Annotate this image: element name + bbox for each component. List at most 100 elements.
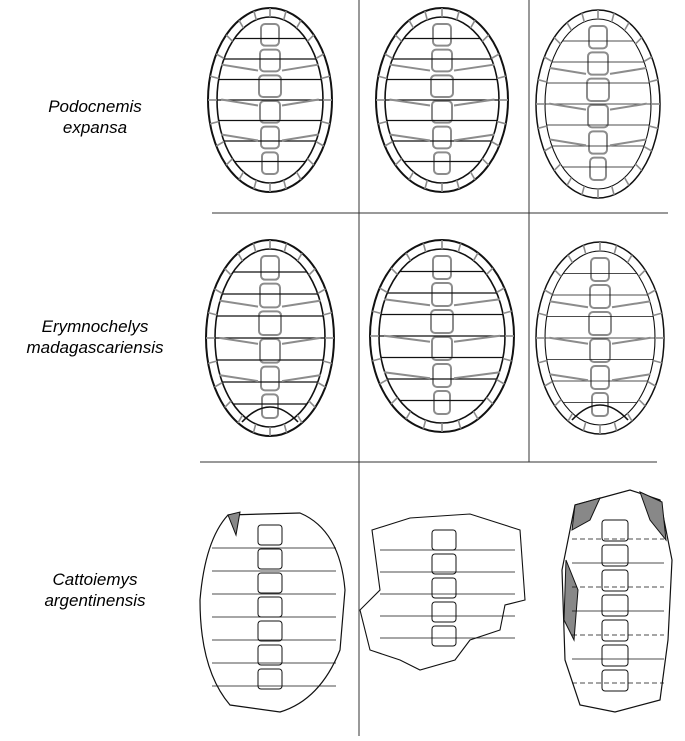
pleural-sulcus [611, 300, 651, 309]
carapace-drawing [535, 241, 665, 435]
marginal-sulcus [567, 254, 574, 264]
pleural-sulcus [219, 336, 259, 345]
vertebral-scute [431, 336, 453, 361]
marginal-sulcus [390, 267, 399, 276]
vertebral-scute [257, 596, 283, 618]
marginal-sulcus [282, 179, 287, 190]
marginal-sulcus [496, 120, 506, 125]
marginal-sulcus [582, 421, 587, 431]
species-label-row-1: Podocnemis expansa [0, 96, 190, 138]
pleural-sulcus [281, 133, 319, 142]
vertebral-scute [431, 48, 453, 73]
species-epithet: expansa [62, 118, 128, 137]
vertebral-scute [589, 338, 611, 363]
marginal-sulcus [647, 289, 656, 296]
vertebral-scute [587, 51, 609, 76]
marginal-sulcus [282, 10, 287, 21]
marginal-sulcus [638, 398, 646, 407]
marginal-sulcus [238, 171, 245, 181]
vertebral-scute [431, 553, 457, 575]
vertebral-scute [261, 151, 279, 175]
broken-area [227, 511, 241, 537]
fossil-carapace-3 [561, 489, 673, 713]
marginal-sulcus [613, 245, 618, 255]
marginal-sulcus [384, 53, 394, 60]
marginal-sulcus [647, 380, 656, 387]
pleural-sulcus [453, 334, 501, 343]
marginal-sulcus [472, 252, 479, 262]
vertebral-scute [260, 125, 280, 150]
vertebral-scute [260, 365, 280, 392]
marginal-sulcus [543, 145, 553, 152]
pleural-sulcus [281, 98, 319, 107]
pleural-sulcus [549, 138, 587, 147]
pleural-sulcus [549, 336, 589, 345]
species-label-row-3: Cattoiemys argentinensis [0, 569, 190, 611]
marginal-sulcus [485, 267, 494, 276]
vertebral-scute [430, 309, 454, 334]
pleural-sulcus [611, 336, 651, 345]
marginal-sulcus [283, 423, 288, 433]
broken-area [571, 497, 601, 531]
vertebral-scute [260, 255, 280, 281]
marginal-sulcus [306, 158, 315, 166]
pleural-sulcus [219, 299, 259, 308]
vertebral-scute [257, 620, 283, 642]
broken-area [639, 491, 667, 542]
marginal-sulcus [652, 312, 663, 317]
marginal-sulcus [317, 288, 326, 295]
carapace-drawing [535, 9, 661, 199]
pleural-sulcus [611, 373, 651, 382]
marginal-sulcus [626, 254, 633, 264]
marginal-sulcus [613, 421, 618, 431]
vertebral-scute [601, 544, 629, 567]
marginal-sulcus [457, 419, 462, 429]
marginal-sulcus [225, 34, 234, 42]
marginal-sulcus [626, 412, 633, 422]
vertebral-scute [257, 524, 283, 546]
vertebral-scute [257, 644, 283, 666]
pleural-sulcus [453, 298, 501, 307]
marginal-sulcus [553, 36, 562, 45]
vertebral-scute [590, 257, 610, 282]
marginal-sulcus [496, 287, 505, 294]
pleural-sulcus [281, 336, 321, 345]
vertebral-scute [431, 601, 457, 623]
marginal-sulcus [372, 357, 382, 362]
marginal-sulcus [296, 414, 303, 424]
pleural-sulcus [221, 63, 259, 72]
pleural-sulcus [219, 374, 259, 383]
suprapygal-arc [241, 406, 299, 423]
marginal-sulcus [643, 56, 653, 63]
marginal-sulcus [317, 381, 326, 388]
marginal-sulcus [372, 310, 382, 315]
vertebral-scute [258, 310, 282, 337]
marginal-sulcus [648, 125, 659, 130]
vertebral-scute [259, 338, 281, 364]
vertebral-scute [601, 619, 629, 642]
marginal-sulcus [283, 243, 288, 253]
marginal-sulcus [496, 75, 506, 80]
marginal-sulcus [610, 12, 615, 23]
marginal-sulcus [634, 163, 643, 172]
vertebral-scute [591, 392, 609, 417]
vertebral-scute [586, 77, 610, 102]
vertebral-scute [589, 156, 607, 182]
marginal-sulcus [652, 359, 663, 364]
pleural-sulcus [281, 299, 321, 308]
marginal-sulcus [296, 252, 303, 262]
pleural-sulcus [383, 334, 431, 343]
vertebral-scute [432, 255, 452, 280]
vertebral-scute [433, 390, 451, 415]
vertebral-scute [590, 365, 610, 390]
vertebral-scute [261, 393, 279, 420]
marginal-sulcus [485, 396, 494, 405]
vertebral-scute [588, 25, 608, 50]
pleural-sulcus [281, 374, 321, 383]
pleural-sulcus [453, 98, 495, 107]
vertebral-scute [433, 151, 451, 175]
vertebral-scute [588, 130, 608, 155]
pleural-sulcus [549, 373, 589, 382]
marginal-sulcus [238, 19, 245, 29]
